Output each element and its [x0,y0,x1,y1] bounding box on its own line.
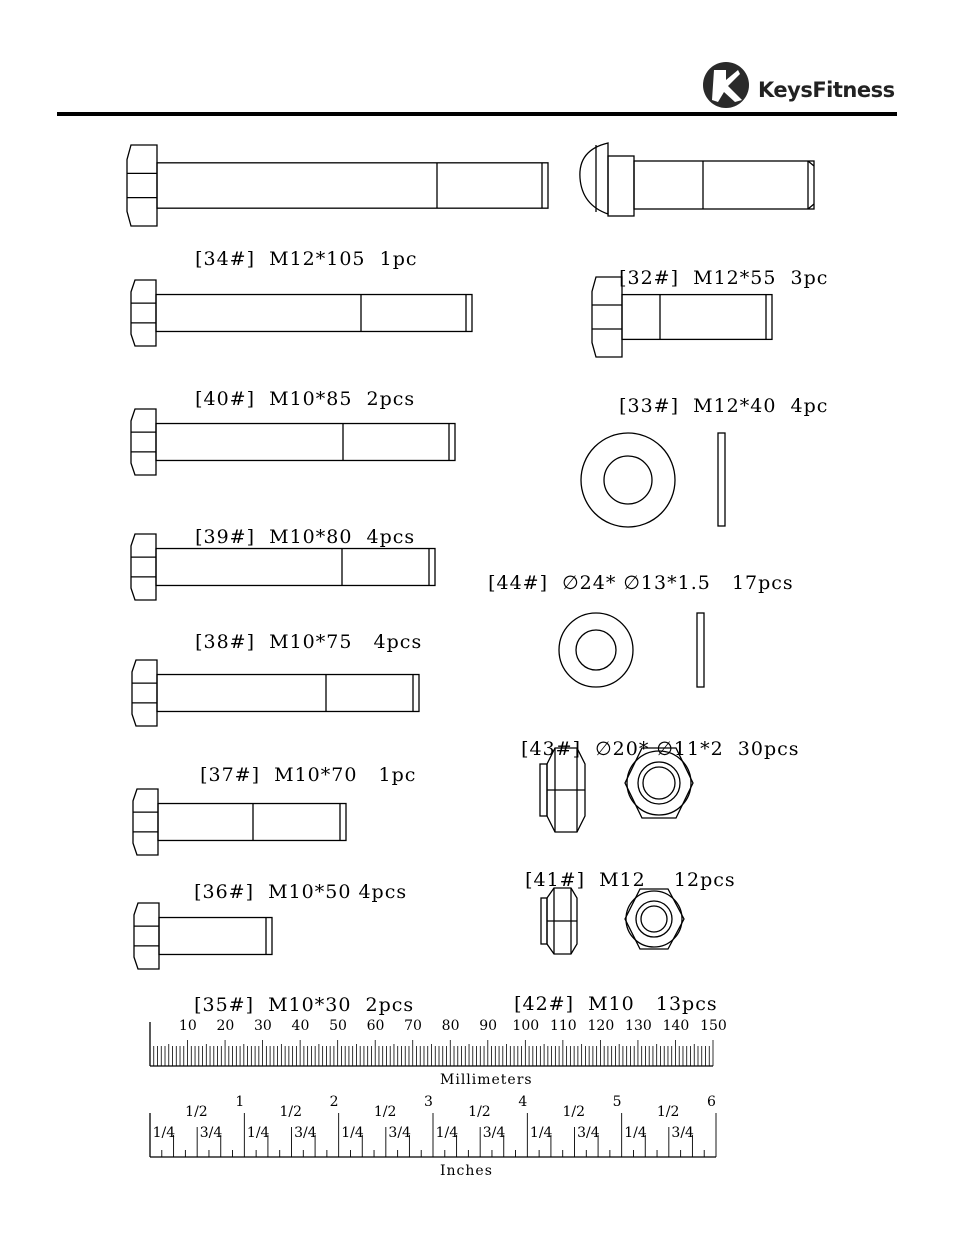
mm-tick-label: 130 [625,1018,652,1034]
bolt-37-icon [131,659,420,727]
washer-43-icon [558,612,705,688]
part-label-37: [37#] M10*70 1pc [200,764,417,786]
inch-half-label: 1/2 [562,1104,586,1120]
lock-nut-42-icon [540,887,685,955]
mm-tick-label: 100 [512,1018,540,1034]
inch-three-quarter-label: 3/4 [388,1125,411,1141]
washer-44-icon [580,432,726,528]
inch-quarter-label: 1/4 [435,1125,459,1141]
mm-tick-label: 70 [404,1018,422,1034]
carriage-bolt-32-icon [579,142,815,217]
mm-tick-label: 90 [479,1018,498,1034]
inch-half-label: 1/2 [185,1104,208,1120]
mm-tick-label: 150 [700,1018,727,1034]
mm-tick-label: 30 [254,1018,272,1034]
bolt-34-icon [126,144,549,227]
inch-half-label: 1/2 [656,1104,680,1120]
inch-title: Inches [440,1163,493,1179]
lock-nut-41-icon [539,747,694,833]
part-label-36: [36#] M10*50 4pcs [194,881,408,903]
bolt-39-icon [130,408,456,476]
mm-tick-label: 60 [366,1018,385,1034]
inch-half-label: 1/2 [468,1104,491,1120]
mm-tick-label: 140 [662,1018,690,1034]
part-label-44: [44#] ∅24* ∅13*1.5 17pcs [488,572,794,594]
inch-three-quarter-label: 3/4 [671,1125,694,1141]
bolt-38-icon [130,533,436,601]
inch-quarter-label: 1/4 [246,1125,270,1141]
inch-quarter-label: 1/4 [624,1125,647,1141]
bolt-32b-icon [591,276,773,358]
mm-title: Millimeters [440,1072,533,1088]
bolt-40-icon [130,279,473,347]
inch-whole-label: 2 [329,1094,339,1110]
part-label-39: [39#] M10*80 4pcs [195,526,416,548]
inch-whole-label: 4 [518,1094,528,1110]
keys-logo-icon [703,62,749,108]
inch-ruler [149,1113,717,1158]
inch-whole-label: 6 [707,1094,716,1110]
mm-tick-label: 10 [178,1018,197,1034]
bolt-35-icon [133,902,273,970]
bolt-36-icon [132,788,347,856]
inch-three-quarter-label: 3/4 [294,1125,317,1141]
part-label-42: [42#] M10 13pcs [514,993,718,1015]
part-label-33: [33#] M12*40 4pc [619,395,829,417]
mm-tick-label: 20 [216,1018,235,1034]
part-label-34: [34#] M12*105 1pc [195,248,418,270]
inch-quarter-label: 1/4 [152,1125,176,1141]
part-label-41: [41#] M12 12pcs [525,869,736,891]
mm-tick-label: 40 [291,1018,310,1034]
inch-half-label: 1/2 [279,1104,303,1120]
mm-tick-label: 80 [441,1018,460,1034]
inch-whole-label: 5 [612,1094,622,1110]
inch-quarter-label: 1/4 [529,1125,553,1141]
inch-three-quarter-label: 3/4 [577,1125,600,1141]
mm-tick-label: 50 [329,1018,347,1034]
part-label-38: [38#] M10*75 4pcs [195,631,423,653]
inch-three-quarter-label: 3/4 [199,1125,223,1141]
mm-tick-label: 120 [587,1018,615,1034]
part-label-43: [43#] ∅20* ∅11*2 30pcs [521,738,800,760]
brand-name: KeysFitness [758,78,895,102]
inch-half-label: 1/2 [373,1104,397,1120]
part-label-32: [32#] M12*55 3pc [619,267,829,289]
part-label-40: [40#] M10*85 2pcs [195,388,416,410]
mm-tick-label: 110 [549,1018,577,1034]
inch-three-quarter-label: 3/4 [482,1125,506,1141]
header-rule [57,112,897,116]
part-label-35: [35#] M10*30 2pcs [194,994,415,1016]
inch-whole-label: 3 [424,1094,433,1110]
millimeter-ruler [149,1022,714,1067]
inch-whole-label: 1 [235,1094,245,1110]
inch-quarter-label: 1/4 [341,1125,364,1141]
